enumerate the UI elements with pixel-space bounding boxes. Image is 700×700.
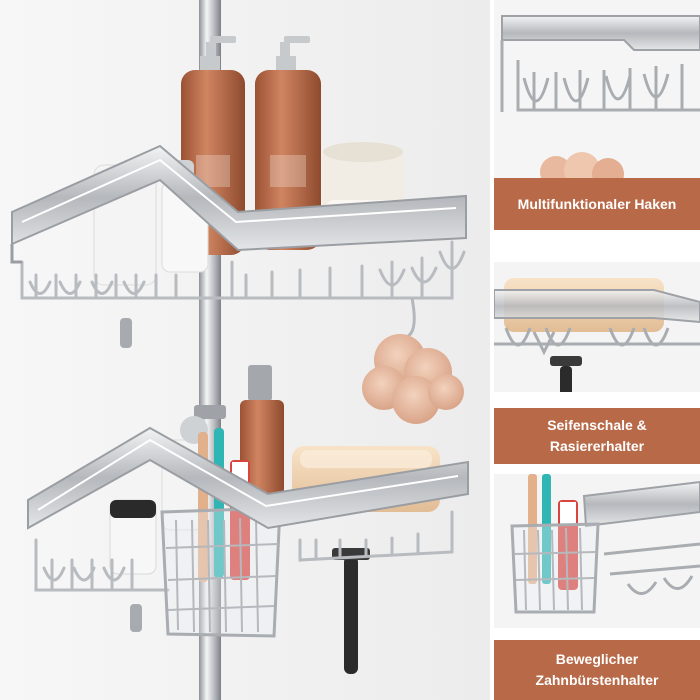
feature-title-soap-line1: Seifenschale & [547,417,647,433]
soap-dish-detail-photo [494,262,700,392]
feature-title-toothbrush-line1: Beweglicher [555,651,639,667]
lower-corner-shelf [27,365,469,674]
loofah-sponge-crop [540,152,624,178]
feature-title-soap-line2: Rasiererhalter [549,438,645,454]
loofah-sponge [362,334,464,424]
feature-banner-hook: Multifunktionaler Haken [494,178,700,230]
feature-panel-soap-dish [494,262,700,392]
small-white-jar [109,499,157,575]
amber-bottle-small [240,365,284,495]
feature-panel-hook [494,0,700,178]
hook-detail-photo [494,0,700,178]
feature-title-toothbrush-line2: Zahnbürstenhalter [535,672,659,688]
toothbrush-holder-detail-photo [494,474,700,628]
upper-corner-shelf [10,36,467,348]
feature-title-hook-line1: Multifunktionaler Haken [517,195,677,212]
feature-banner-soap-dish: Seifenschale & Rasiererhalter [494,408,700,464]
razor-crop [550,356,582,392]
toothbrush-cup [160,506,282,638]
feature-column: Multifunktionaler Haken Sei [494,0,700,700]
feature-panel-toothbrush-holder [494,474,700,628]
feature-banner-toothbrush-holder: Beweglicher Zahnbürstenhalter [494,640,700,700]
main-product-photo [0,0,490,700]
pump-bottle-right [255,36,321,250]
